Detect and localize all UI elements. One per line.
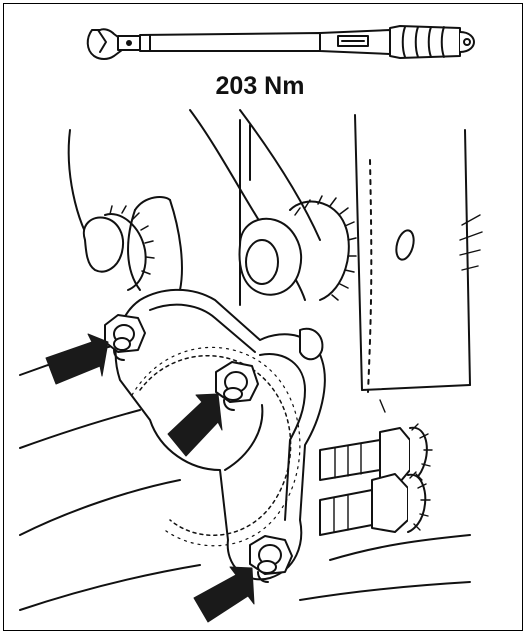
arrow-icon — [193, 566, 255, 623]
torque-value-label: 203 Nm — [215, 72, 305, 100]
arrow-icon — [167, 393, 223, 457]
arrow-icon — [45, 333, 109, 385]
torque-wrench-icon — [86, 25, 475, 60]
